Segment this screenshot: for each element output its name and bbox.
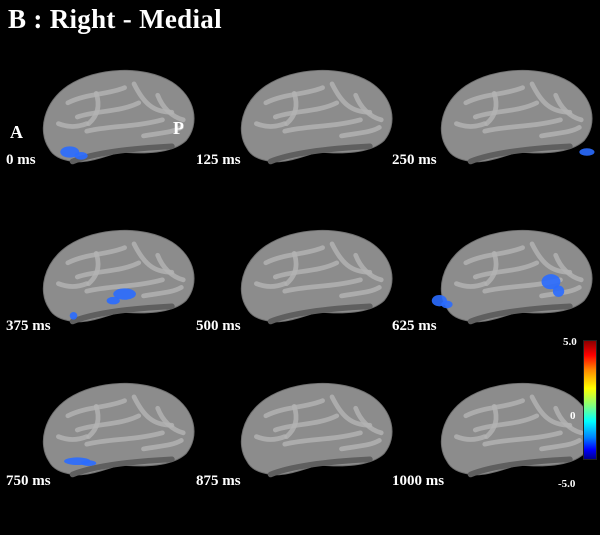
figure-title: B : Right - Medial [8, 4, 222, 34]
brain-panel: 250 ms [392, 62, 600, 222]
brain-panel: 750 ms [6, 375, 230, 535]
brain-surface-image [240, 382, 393, 478]
brain-panel: 875 ms [196, 375, 428, 535]
brain-surface-image [42, 229, 195, 325]
brain-surface-image [440, 69, 595, 165]
time-label: 1000 ms [392, 473, 445, 489]
colorbar-min-label: -5.0 [558, 478, 576, 490]
time-label: 625 ms [392, 318, 437, 334]
brain-surface-image [240, 229, 393, 325]
anterior-label: A [10, 122, 23, 142]
brain-surface-image [440, 382, 593, 478]
brain-surface-image [42, 69, 195, 165]
brain-surface-image [431, 229, 593, 325]
time-label: 250 ms [392, 152, 437, 168]
colorbar [583, 340, 597, 460]
time-label: 875 ms [196, 473, 241, 489]
brain-panel: 500 ms [196, 222, 428, 382]
posterior-label: P [173, 118, 184, 138]
time-label: 375 ms [6, 318, 51, 334]
brain-panel: 625 ms [392, 222, 600, 382]
brain-panel: 375 ms [6, 222, 230, 382]
brain-panel: 0 ms [6, 62, 230, 222]
brain-surface-image [240, 69, 393, 165]
colorbar-mid-label: 0 [570, 410, 576, 422]
brain-panel: 125 ms [196, 62, 428, 222]
time-label: 500 ms [196, 318, 241, 334]
time-label: 750 ms [6, 473, 51, 489]
brain-surface-image [42, 382, 195, 478]
time-label: 125 ms [196, 152, 241, 168]
time-label: 0 ms [6, 152, 36, 168]
colorbar-max-label: 5.0 [563, 336, 577, 348]
brain-panel: 1000 ms [392, 375, 600, 535]
